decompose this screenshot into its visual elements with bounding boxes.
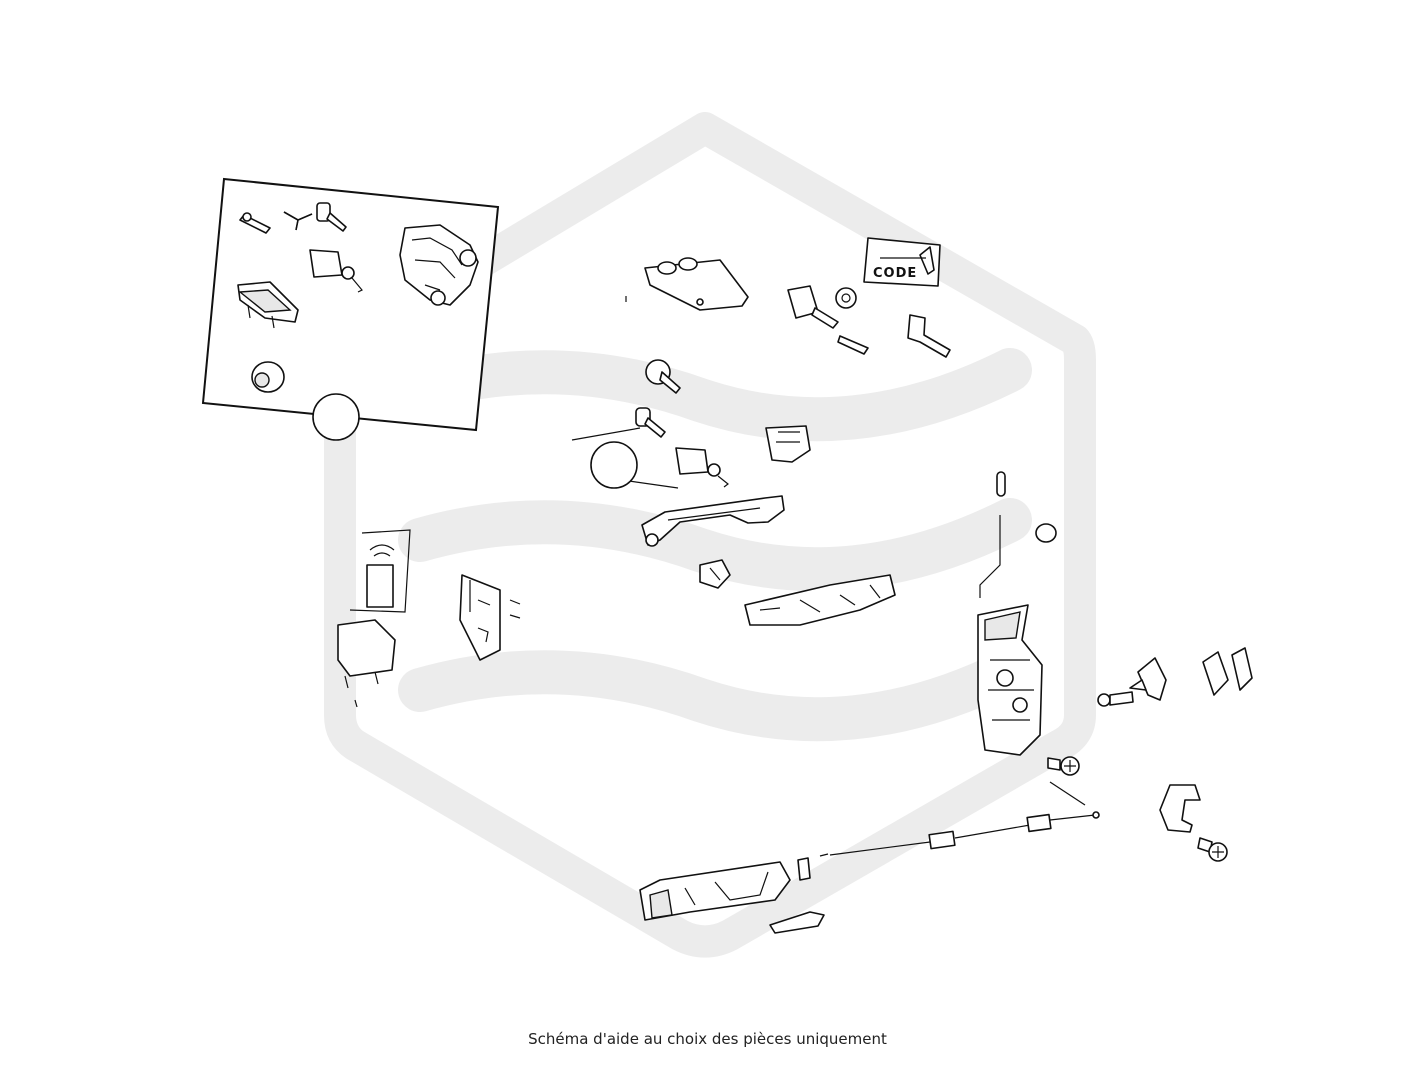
remote-plate-icon [625,257,749,311]
code-card-label: CODE [873,266,917,281]
control-module-icon [337,619,396,708]
key-flat-icon [907,314,951,358]
handle-clip-icon [699,559,731,589]
door-lock-cylinder-icon [645,359,681,394]
release-cable-icon [819,811,1100,857]
bolt-icon [1197,837,1228,862]
mounting-bracket-icon [459,574,521,661]
screw-icon [1097,691,1134,707]
door-latch-icon [977,604,1043,756]
lock-body-middle-icon [675,447,729,488]
lock-mechanism-icon [399,224,479,306]
key-small-icon [239,212,271,234]
remote-transmitter-icon [349,529,411,613]
remote-key-icon [787,285,857,329]
lock-rod-icon [979,471,1006,598]
lock-barrel-icon [251,361,285,393]
outer-handle-icon [641,495,785,547]
key-blank-icon [837,335,869,355]
callout-circle [312,393,360,441]
diagram-caption: Schéma d'aide au choix des pièces unique… [528,1030,887,1048]
code-card: CODE [863,237,941,287]
key-blade-icon [316,202,347,232]
screw-phillips-icon [1047,756,1080,776]
key-t-icon [283,211,313,231]
inset-lock-kit [201,177,500,432]
c-clip-icon [1159,784,1201,833]
key-middle-icon [635,407,666,438]
small-clip-icon [797,857,811,881]
bushing-icon [1035,523,1057,543]
handle-carrier-icon [744,574,896,626]
trim-cover-icon [769,911,825,934]
handle-bracket-icon [237,281,299,329]
lock-cylinder-icon [309,249,363,293]
callout-circle-middle [590,441,638,489]
shims-icon [1202,647,1253,696]
striker-plate-icon [1129,657,1167,701]
inner-handle-icon [639,861,791,921]
cover-cap-icon [765,425,811,463]
leader-line [1049,781,1086,806]
